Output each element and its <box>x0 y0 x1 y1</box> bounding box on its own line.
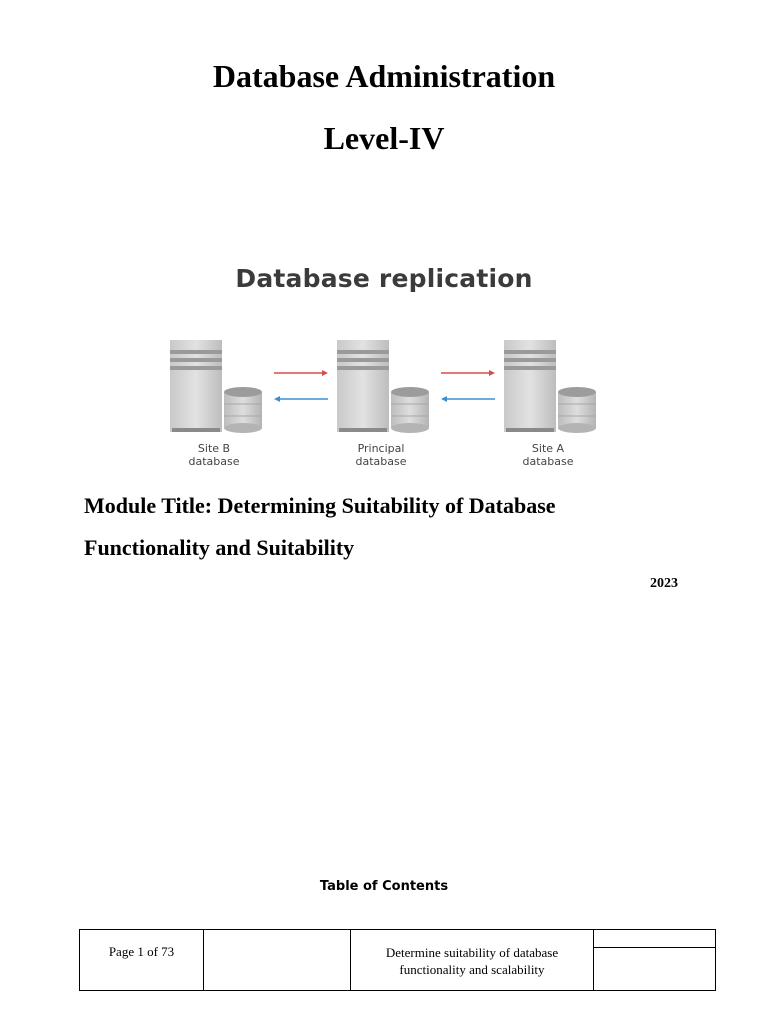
document-title: Database Administration <box>212 58 556 94</box>
replication-diagram <box>170 340 596 433</box>
footer-blank-cell <box>204 930 351 990</box>
replication-arrow-icon <box>274 370 328 402</box>
principal-database-icon <box>391 387 429 433</box>
document-year: 2023 <box>650 576 678 591</box>
site-b-server-icon <box>170 340 222 432</box>
site-a-database-icon <box>558 387 596 433</box>
module-title-line2: Functionality and Suitability <box>84 535 355 560</box>
footer-description-line2: functionality and scalability <box>399 962 545 977</box>
principal-label-line2: database <box>355 455 407 468</box>
site-a-label-line2: database <box>522 455 574 468</box>
principal-server-icon <box>337 340 389 432</box>
toc-heading: Table of Contents <box>319 879 449 894</box>
figure-title: Database replication <box>235 264 533 293</box>
footer-description-line1: Determine suitability of database <box>385 945 559 960</box>
site-b-label: Site B database <box>159 442 269 468</box>
site-b-database-icon <box>224 387 262 433</box>
page-footer-table: Page 1 of 73 Determine suitability of da… <box>79 929 716 991</box>
document-level: Level-IV <box>323 120 445 156</box>
footer-right-cell <box>594 930 716 990</box>
module-title-line1: Module Title: Determining Suitability of… <box>84 493 556 518</box>
replication-arrow-icon <box>441 370 495 402</box>
site-a-server-icon <box>504 340 556 432</box>
site-b-label-line1: Site B <box>197 442 231 455</box>
principal-label: Principal database <box>326 442 436 468</box>
footer-description: Determine suitability of database functi… <box>351 930 594 990</box>
site-a-label: Site A database <box>493 442 603 468</box>
principal-label-line1: Principal <box>357 442 405 455</box>
site-b-label-line2: database <box>188 455 240 468</box>
footer-divider <box>594 947 716 948</box>
replication-figure: Database replication <box>160 258 608 480</box>
site-a-label-line1: Site A <box>531 442 565 455</box>
footer-page-number: Page 1 of 73 <box>80 930 204 990</box>
